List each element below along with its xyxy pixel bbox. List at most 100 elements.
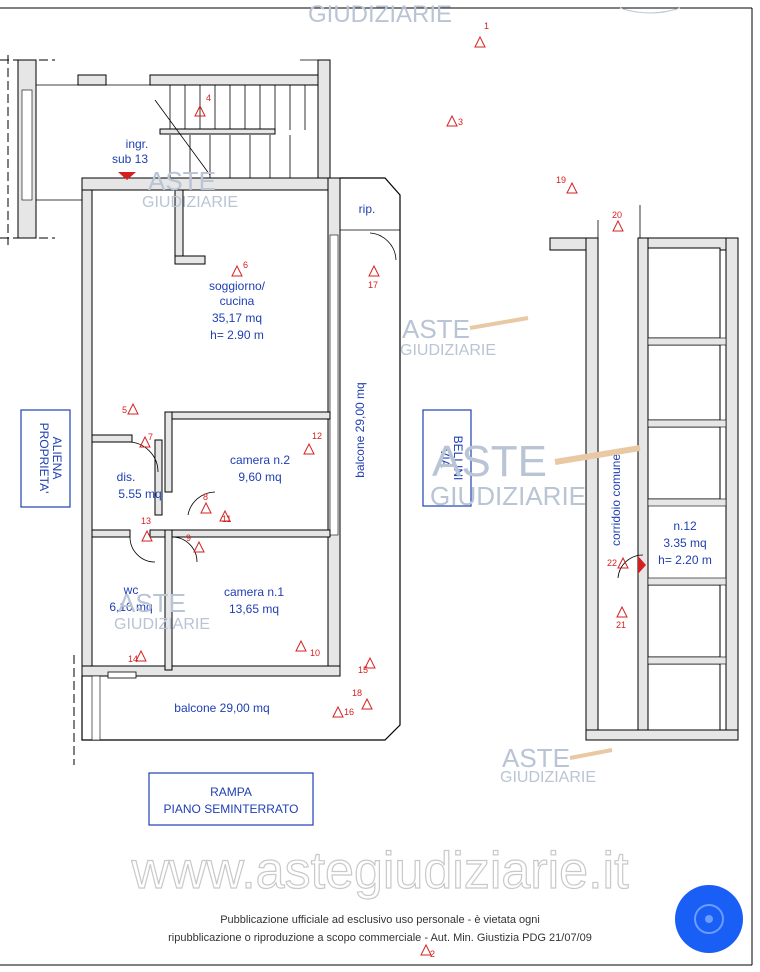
- camera-marker-label: 21: [616, 620, 626, 630]
- wall: [637, 237, 649, 739]
- soggiorno-line3: 35,17 mq: [212, 311, 262, 325]
- window: [107, 671, 137, 679]
- camera1-line2: 13,65 mq: [229, 602, 279, 616]
- camera-marker-icon: [200, 501, 212, 514]
- soggiorno-line1: soggiorno/: [209, 279, 266, 293]
- wall-line: [91, 675, 101, 741]
- wall: [164, 411, 331, 420]
- camera-marker-icon: [361, 697, 373, 710]
- door-swing: [127, 441, 159, 473]
- camera1-line1: camera n.1: [224, 585, 284, 599]
- door-swing: [617, 554, 644, 579]
- balcone-vertical-label: balcone 29,00 mq: [353, 382, 367, 477]
- wall: [77, 74, 107, 86]
- wall: [91, 434, 133, 443]
- camera-marker-label: 6: [243, 260, 248, 270]
- svg-text:ASTE: ASTE: [502, 743, 570, 773]
- window: [21, 89, 33, 201]
- watermark-aste: ASTE GIUDIZIARIE: [500, 743, 613, 786]
- watermark-aste: ASTE GIUDIZIARIE: [400, 314, 529, 359]
- camera-marker-label: 10: [310, 648, 320, 658]
- svg-text:GIUDIZIARIE: GIUDIZIARIE: [430, 481, 586, 511]
- camera2-line2: 9,60 mq: [238, 470, 281, 484]
- camera-marker-icon: [139, 435, 151, 448]
- camera-marker-icon: [612, 219, 624, 232]
- camera-marker-label: 2: [430, 949, 435, 959]
- camera2-line1: camera n.2: [230, 453, 290, 467]
- header-watermark: GIUDIZIARIE: [308, 1, 452, 28]
- wall: [174, 255, 206, 265]
- camera-marker-icon: [219, 509, 231, 522]
- camera-marker-icon: [141, 529, 153, 542]
- svg-text:ASTE: ASTE: [118, 588, 186, 618]
- footer-line2: ripubblicazione o riproduzione a scopo c…: [168, 932, 592, 944]
- proprieta-box: [20, 409, 71, 508]
- footer-line1: Pubblicazione ufficiale ad esclusivo uso…: [220, 914, 540, 926]
- door-swing: [171, 536, 198, 563]
- svg-text:GIUDIZIARIE: GIUDIZIARIE: [400, 342, 496, 359]
- proprieta-line2: ALIENA: [50, 437, 64, 480]
- svg-text:GIUDIZIARIE: GIUDIZIARIE: [114, 616, 210, 633]
- camera-marker-icon: [295, 639, 307, 652]
- camera-marker-label: 20: [612, 210, 622, 220]
- camera-marker-label: 7: [148, 432, 153, 442]
- camera-marker-icon: [231, 264, 243, 277]
- camera-marker-icon: [332, 705, 344, 718]
- camera-marker-label: 16: [344, 707, 354, 717]
- camera-marker-icon: [127, 402, 139, 415]
- camera-marker-label: 8: [203, 492, 208, 502]
- camera-marker-icon: [194, 104, 206, 117]
- camera-marker-icon: [303, 442, 315, 455]
- camera-marker-icon: [616, 605, 628, 618]
- stair-railing: [159, 128, 276, 135]
- soggiorno-line4: h= 2.90 m: [210, 328, 264, 342]
- camera-marker-label: 19: [556, 175, 566, 185]
- wall: [725, 237, 739, 739]
- balcony-window-strip: [329, 234, 339, 536]
- door-swing: [129, 536, 156, 563]
- camera-marker-label: 14: [128, 654, 138, 664]
- camera-marker-icon: [420, 943, 432, 956]
- wall: [164, 529, 173, 671]
- wall: [317, 59, 331, 186]
- n12-line1: n.12: [673, 519, 697, 533]
- wall: [149, 529, 331, 538]
- rip-label: rip.: [359, 202, 376, 216]
- camera-marker-icon: [135, 649, 147, 662]
- entrance-arrow-icon: [638, 556, 646, 574]
- site-url-watermark: www.astegiudiziarie.it: [130, 842, 629, 900]
- wall: [91, 529, 131, 538]
- wall: [585, 729, 739, 741]
- camera-marker-label: 5: [122, 405, 127, 415]
- door-swing: [369, 232, 397, 261]
- header-seal-arc: [619, 7, 681, 14]
- rampa-line1: RAMPA: [210, 785, 252, 799]
- via-line1: VIA: [438, 448, 452, 467]
- rampa-line2: PIANO SEMINTERRATO: [164, 802, 299, 816]
- wc-line1: wc: [123, 583, 139, 597]
- camera-marker-label: 22: [607, 558, 617, 568]
- wall: [81, 665, 341, 677]
- wc-line2: 6,10 mq: [109, 600, 152, 614]
- camera-marker-icon: [364, 656, 376, 669]
- camera-marker-label: 3: [458, 117, 463, 127]
- svg-text:ASTE: ASTE: [402, 314, 470, 344]
- svg-text:ASTE: ASTE: [148, 166, 216, 196]
- entrance-label-1: ingr.: [126, 137, 149, 151]
- balcony-outline: [81, 177, 401, 741]
- camera-marker-label: 18: [352, 688, 362, 698]
- dis-line1: dis.: [117, 470, 136, 484]
- camera-marker-icon: [474, 35, 486, 48]
- via-box: [422, 409, 472, 507]
- wall: [154, 439, 163, 516]
- rampa-box: [148, 772, 314, 826]
- camera-marker-label: 9: [186, 533, 191, 543]
- balcone-bottom-label: balcone 29,00 mq: [174, 701, 269, 715]
- camera-marker-label: 17: [368, 280, 378, 290]
- camera-marker-icon: [193, 540, 205, 553]
- seal-stamp-icon: [675, 885, 743, 953]
- svg-text:ASTE: ASTE: [432, 437, 547, 486]
- watermark-aste: ASTE GIUDIZIARIE: [430, 437, 641, 511]
